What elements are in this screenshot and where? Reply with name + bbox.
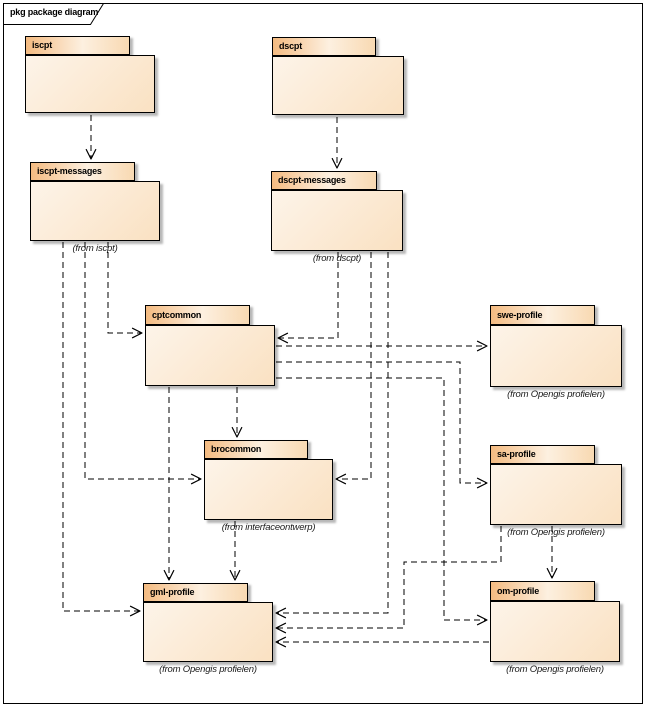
package-label: brocommon bbox=[211, 444, 262, 454]
package-label: swe-profile bbox=[497, 310, 543, 320]
package-body bbox=[490, 601, 620, 662]
package-label: gml-profile bbox=[150, 587, 195, 597]
package-annotation: (from Opengis profielen) bbox=[159, 664, 257, 675]
package-label: sa-profile bbox=[497, 449, 536, 459]
package-annotation: (from interfaceontwerp) bbox=[221, 522, 316, 533]
frame-title: pkg package diagram bbox=[10, 7, 99, 17]
package-gml-profile[interactable]: gml-profile (from Opengis profielen) bbox=[143, 583, 273, 675]
package-cptcommon[interactable]: cptcommon bbox=[145, 305, 275, 386]
dependency-dscpt-messages-to-cptcommon[interactable] bbox=[278, 252, 339, 338]
package-om-profile[interactable]: om-profile (from Opengis profielen) bbox=[490, 581, 620, 675]
package-swe-profile[interactable]: swe-profile (from Opengis profielen) bbox=[490, 305, 622, 400]
package-body bbox=[30, 181, 160, 241]
dependency-iscpt-messages-to-gml-profile[interactable] bbox=[62, 242, 140, 611]
package-annotation: (from iscpt) bbox=[72, 243, 118, 254]
package-iscpt-messages[interactable]: iscpt-messages (from iscpt) bbox=[30, 162, 160, 254]
package-body bbox=[143, 602, 273, 662]
package-label: dscpt bbox=[279, 41, 303, 51]
dependency-dscpt-messages-to-brocommon[interactable] bbox=[336, 252, 372, 479]
package-dscpt[interactable]: dscpt bbox=[272, 37, 404, 115]
package-annotation: (from Opengis profielen) bbox=[507, 389, 605, 400]
dependency-sa-profile-to-gml-profile[interactable] bbox=[276, 526, 502, 628]
package-body bbox=[204, 459, 333, 520]
package-body bbox=[490, 325, 622, 387]
package-sa-profile[interactable]: sa-profile (from Opengis profielen) bbox=[490, 445, 622, 538]
package-brocommon[interactable]: brocommon (from interfaceontwerp) bbox=[204, 440, 333, 533]
package-annotation: (from Opengis profielen) bbox=[507, 527, 605, 538]
package-body bbox=[271, 190, 403, 251]
package-body bbox=[272, 56, 404, 115]
dependency-iscpt-messages-to-cptcommon[interactable] bbox=[107, 242, 142, 333]
package-body bbox=[25, 55, 155, 113]
package-annotation: (from dscpt) bbox=[312, 253, 362, 264]
package-iscpt[interactable]: iscpt bbox=[25, 36, 155, 113]
package-label: dscpt-messages bbox=[278, 175, 346, 185]
package-label: iscpt-messages bbox=[37, 166, 102, 176]
package-body bbox=[145, 325, 275, 386]
dependency-dscpt-messages-to-gml-profile[interactable] bbox=[276, 252, 389, 613]
package-label: iscpt bbox=[32, 40, 53, 50]
package-label: cptcommon bbox=[152, 310, 202, 320]
package-label: om-profile bbox=[497, 586, 539, 596]
package-dscpt-messages[interactable]: dscpt-messages (from dscpt) bbox=[271, 171, 403, 264]
package-body bbox=[490, 464, 622, 525]
package-annotation: (from Opengis profielen) bbox=[506, 664, 604, 675]
